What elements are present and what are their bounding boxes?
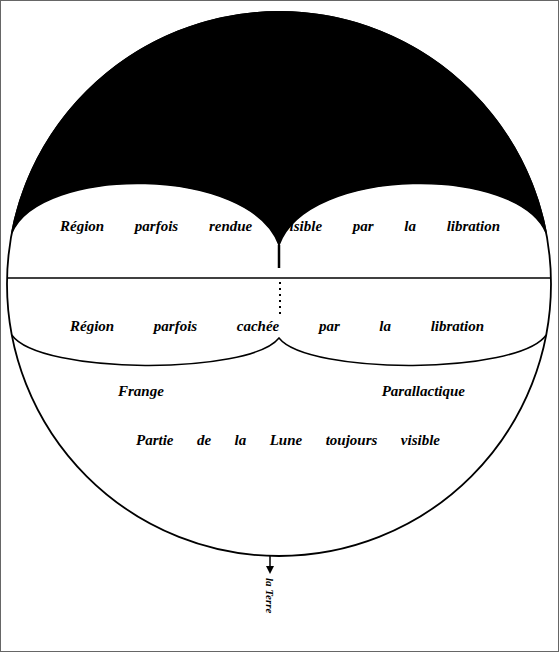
moon-outline — [7, 12, 551, 556]
region-band: Région parfois cachée par la libration — [70, 316, 484, 336]
earth-label: la Terre — [263, 578, 277, 648]
cusp-line — [278, 245, 281, 268]
arrow-head — [266, 566, 274, 574]
fringe-arcs — [12, 335, 546, 365]
hidden-side — [12, 12, 546, 245]
region-band: Partie de la Lune toujours visible — [136, 430, 440, 450]
region-label: Partie de la Lune toujours visible — [136, 430, 440, 450]
region-band: Région parfois rendue visible par la lib… — [60, 216, 500, 236]
region-label: Région parfois cachée par la libration — [70, 316, 484, 336]
equator-line — [7, 277, 551, 279]
fringe-label: Frange Parallactique — [118, 381, 465, 401]
dotted-line — [279, 282, 281, 314]
region-label: Région parfois rendue visible par la lib… — [60, 216, 500, 236]
